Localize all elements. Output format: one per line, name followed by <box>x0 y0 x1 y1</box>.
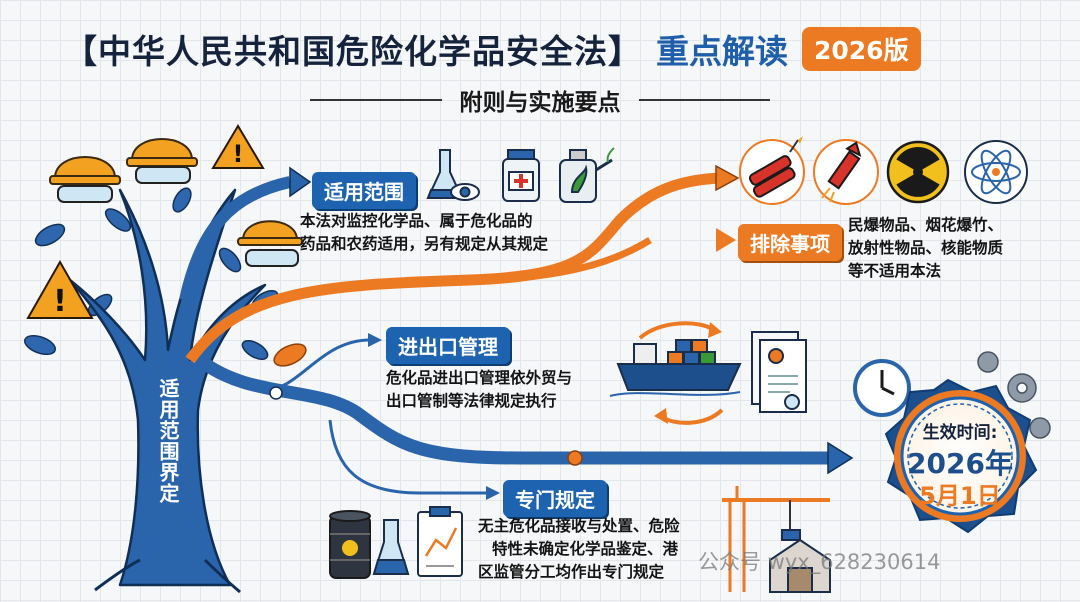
chart-clipboard-icon <box>417 506 463 577</box>
pesticide-sprayer-icon <box>559 147 615 203</box>
scope-desc-line: 药品和农药适用，另有规定从其规定 <box>300 235 549 253</box>
effective-label: 生效时间: <box>922 423 998 443</box>
tree-roots <box>94 558 241 594</box>
scope-desc-line: 本法对监控化学品、属于危化品的 <box>300 212 533 230</box>
special-description: 无主危化品接收与处置、危险 特性未确定化学品鉴定、港 区监管分工均作出专门规定 <box>478 515 680 584</box>
certificate-document-icon <box>751 331 807 413</box>
import-export-desc-line: 出口管制等法律规定执行 <box>386 392 557 410</box>
special-desc-line: 区监管分工均作出专门规定 <box>478 563 665 581</box>
atom-icon <box>964 140 1028 204</box>
subtitle-row: 附则与实施要点 <box>310 82 770 118</box>
arrow-scope <box>179 176 292 302</box>
firework-rocket-icon <box>813 139 879 205</box>
effective-seal <box>884 378 1038 534</box>
cargo-ship-icon <box>609 321 742 425</box>
lab-flask-icon <box>372 519 410 575</box>
subtitle-divider-left <box>310 99 442 101</box>
watermark: 公众号 wyx_628230614 <box>698 550 941 574</box>
effective-date: 5月1日 <box>919 482 1001 510</box>
subtitle: 附则与实施要点 <box>459 90 621 116</box>
orange-leaf <box>273 343 307 367</box>
clock-icon <box>853 359 911 417</box>
tree <box>68 188 267 587</box>
import-export-desc-line: 危化品进出口管理依外贸与 <box>386 369 573 387</box>
special-desc-line: 无主危化品接收与处置、危险 <box>478 517 680 535</box>
arrow-special <box>328 419 488 495</box>
chemical-barrel-icon <box>329 510 371 579</box>
helmet-icon <box>49 138 303 246</box>
flask-eye-icon <box>426 149 480 201</box>
radiation-icon <box>886 140 950 204</box>
exclusion-desc-line: 放射性物品、核能物质 <box>848 239 1004 257</box>
scope-label: 适用范围 <box>312 172 416 209</box>
special-label: 专门规定 <box>503 480 607 517</box>
exclusion-desc-line: 等不适用本法 <box>848 262 942 280</box>
import-export-description: 危化品进出口管理依外贸与 出口管制等法律规定执行 <box>386 367 572 413</box>
title-bar: 【中华人民共和国危险化学品安全法】 重点解读 2026版 <box>64 24 921 74</box>
arrow-effective <box>195 354 830 465</box>
effective-year: 2026年 <box>907 447 1013 480</box>
medicine-bottle-icon <box>502 149 540 202</box>
import-export-label: 进出口管理 <box>386 327 510 364</box>
subtitle-divider-right <box>638 99 770 101</box>
dynamite-icon <box>739 136 805 205</box>
goggles-icon <box>57 166 299 267</box>
exclusion-description: 民爆物品、烟花爆竹、 放射性物品、核能物质 等不适用本法 <box>848 214 1003 283</box>
special-desc-line: 特性未确定化学品鉴定、港 <box>492 540 679 558</box>
edition-badge: 2026版 <box>802 27 921 71</box>
scope-description: 本法对监控化学品、属于危化品的 药品和农药适用，另有规定从其规定 <box>300 210 548 256</box>
svg-text:!: ! <box>233 140 244 168</box>
port-crane-icon <box>722 486 831 593</box>
trunk-label: 适用范围界定 <box>156 378 180 504</box>
page-title: 【中华人民共和国危险化学品安全法】 <box>64 32 642 71</box>
warning-icon: ! ! <box>26 124 265 319</box>
title-accent: 重点解读 <box>656 32 788 71</box>
exclusion-label: 排除事项 <box>738 224 842 261</box>
gear-icon <box>977 351 1051 439</box>
exclusion-desc-line: 民爆物品、烟花爆竹、 <box>848 216 1004 234</box>
svg-text:!: ! <box>53 284 67 319</box>
